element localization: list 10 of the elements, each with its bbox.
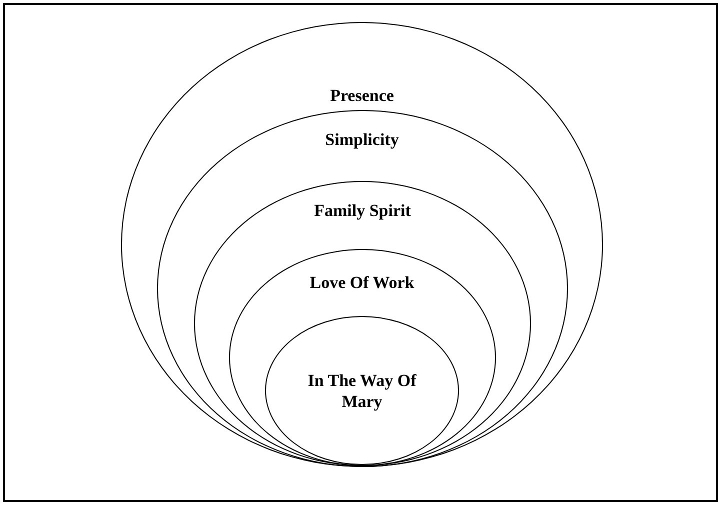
circle-ring: [265, 316, 459, 465]
ring-label: Family Spirit: [314, 200, 411, 221]
ring-label: Love Of Work: [310, 272, 414, 292]
circle-ring: [121, 22, 603, 467]
circle-ring: [194, 181, 531, 466]
ring-label: In The Way Of Mary: [307, 370, 417, 412]
circle-ring: [228, 248, 496, 466]
ring-label: Simplicity: [325, 128, 399, 150]
ring-label: Presence: [330, 85, 394, 106]
circle-ring: [156, 110, 568, 466]
